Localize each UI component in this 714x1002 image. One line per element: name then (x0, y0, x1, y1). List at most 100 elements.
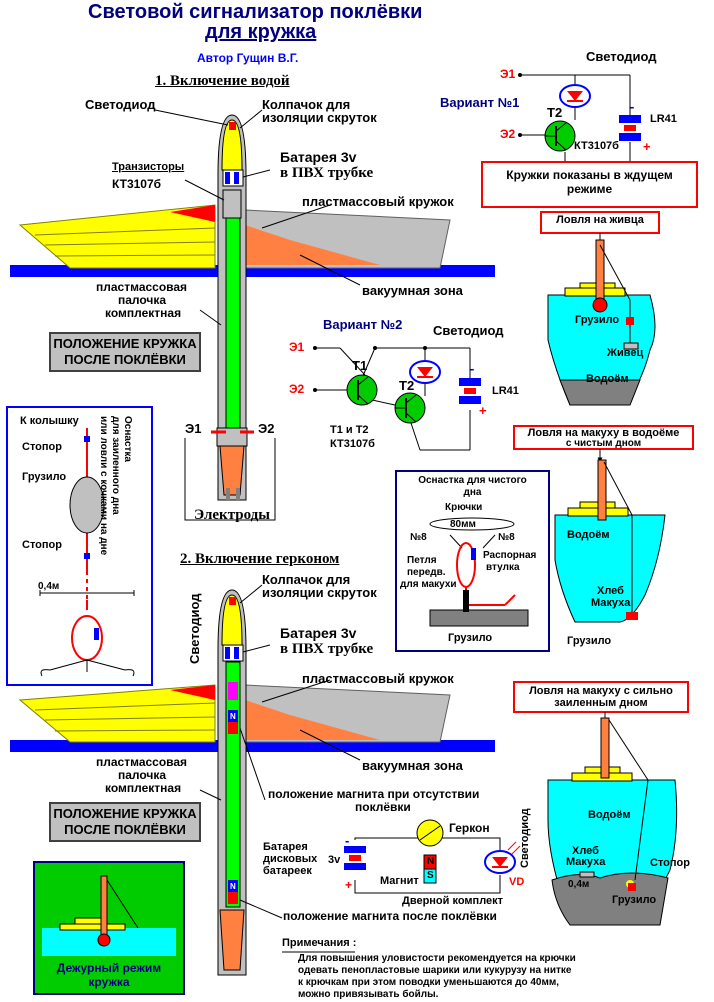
silted-bottom-scene (513, 681, 689, 926)
silted-bread-1: Хлеб (572, 845, 599, 857)
clean-bottom-bread-1: Хлеб (597, 585, 624, 597)
v2-e1: Э1 (289, 340, 305, 354)
s2-cap-label-2: изоляции скруток (262, 585, 377, 600)
v2-transistors-2: КТ3107б (330, 438, 375, 450)
rig-clean-loop-3: для макухи (400, 579, 457, 590)
live-bait-title: Ловля на живца (556, 214, 644, 226)
transistors-label-2: КТ3107б (112, 177, 162, 191)
notes-line-3: к крючкам при этом поводки уменьшаются д… (298, 977, 560, 988)
reed-battery-3: батареек (263, 865, 312, 877)
reed-minus: - (345, 833, 350, 848)
silted-bread-2: Макуха (566, 856, 606, 868)
s1-e2-label: Э2 (258, 421, 275, 436)
reed-led: Светодиод (519, 808, 531, 868)
notes-line-4: можно привязывать бойлы. (298, 989, 439, 1000)
silted-sinker: Грузило (612, 894, 657, 906)
clean-bottom-scene (513, 425, 694, 623)
rig-silted-peg: К колышку (20, 415, 79, 427)
v1-plus: + (643, 139, 651, 154)
position-box-1-line2: ПОСЛЕ ПОКЛЁВКИ (64, 352, 186, 367)
s2-stick-label-2: палочка (118, 768, 167, 782)
v1-led-label: Светодиод (586, 49, 657, 64)
rig-clean-loop-1: Петля (407, 555, 437, 566)
v2-led-label: Светодиод (433, 323, 504, 338)
section1-heading: 1. Включение водой (155, 73, 290, 89)
notes-title: Примечания : (282, 937, 357, 949)
v2-label: Вариант №2 (323, 317, 403, 332)
reed-voltage: 3v (328, 854, 341, 866)
s1-cap-label-1: Колпачок для (262, 97, 351, 112)
rig-clean-loop-2: передв. (407, 567, 446, 578)
s2-plastic-float-label: пластмассовый кружок (302, 671, 454, 686)
s2-battery-label-1: Батарея 3v (280, 625, 357, 641)
silted-water: Водоём (588, 809, 631, 821)
reed-plus: + (345, 878, 353, 892)
rig-clean-drawing (429, 517, 529, 627)
s2-led-label: Светодиод (187, 593, 202, 665)
electrodes-label: Электроды (194, 507, 270, 523)
reed-circuit (344, 819, 521, 894)
s1-battery-label-2: в ПВХ трубке (280, 165, 374, 181)
reed-door-kit: Дверной комплект (402, 895, 504, 907)
rig-clean-spacer-2: втулка (486, 562, 520, 573)
position-box-2-line1: ПОЛОЖЕНИЕ КРУЖКА (53, 806, 197, 821)
rig-silted-length: 0,4м (38, 581, 60, 592)
magnet-after: положение магнита после поклёвки (283, 909, 497, 923)
v2-e2: Э2 (289, 382, 305, 396)
stick-2 (217, 589, 247, 976)
s1-stick-label-3: комплектная (105, 306, 182, 320)
section2-heading: 2. Включение герконом (180, 551, 340, 567)
v2-plus: + (479, 403, 487, 418)
s1-vacuum-label: вакуумная зона (362, 283, 463, 298)
note-box-line1: Кружки показаны в ждущем (506, 168, 673, 182)
v1-transistor: КТ3107б (574, 140, 619, 152)
clean-bottom-title-1: Ловля на макуху в водоёме (527, 427, 680, 439)
rig-clean-spacer-1: Распорная (483, 550, 537, 561)
reed-n: N (427, 856, 435, 867)
silted-title-1: Ловля на макуху с сильно (529, 685, 673, 697)
s2-stick-label-3: комплектная (105, 781, 182, 795)
live-bait-water: Водоём (586, 373, 629, 385)
rig-silted-drawing (39, 428, 135, 677)
reed-vd: VD (509, 876, 525, 888)
notes-line-2: одевать пенопластовые шарики или кукуруз… (298, 965, 572, 976)
rig-silted-stopper1: Стопор (22, 441, 62, 453)
position-box-2 (49, 802, 201, 842)
rig-clean-hook-left: №8 (410, 532, 427, 543)
clean-bottom-title-2: с чистым дном (565, 438, 642, 449)
reed-battery-2: дисковых (263, 853, 318, 865)
reed-magnet: Магнит (380, 875, 419, 887)
live-bait-bait: Живец (607, 347, 644, 359)
rig-silted-caption-2: для заиленного дна (110, 416, 121, 515)
s2-vacuum-label: вакуумная зона (362, 758, 463, 773)
float-2 (10, 684, 495, 752)
v2-battery: LR41 (492, 385, 519, 397)
clean-bottom-water: Водоём (567, 529, 610, 541)
reed-battery-1: Батарея (263, 841, 308, 853)
note-box (481, 161, 698, 208)
rig-silted-panel (6, 406, 153, 686)
reed-label: Геркон (449, 821, 490, 835)
title-line1: Световой сигнализатор поклёвки (88, 1, 423, 23)
leaders-2 (199, 584, 361, 919)
silted-stopper: Стопор (650, 857, 690, 869)
rig-clean-sinker: Грузило (448, 632, 493, 644)
duty-caption-1: Дежурный режим (56, 961, 162, 975)
magnet-before-2: поклёвки (355, 800, 411, 814)
live-bait-sinker: Грузило (575, 314, 620, 326)
s1-stick-label-2: палочка (118, 293, 167, 307)
stick-1 (211, 114, 254, 501)
rig-silted-caption-3: или ловли с кочками на дне (98, 416, 109, 556)
duty-caption-2: кружка (88, 975, 130, 989)
rig-clean-hook-right: №8 (498, 532, 515, 543)
clean-bottom-sinker: Грузило (567, 635, 612, 647)
v1-e2: Э2 (500, 127, 516, 141)
rig-silted-caption-1: Оснастка (122, 416, 133, 462)
transistors-label-1: Транзисторы (112, 161, 185, 173)
v2-transistors-1: Т1 и Т2 (330, 424, 369, 436)
s2-stick-label-1: пластмассовая (96, 755, 188, 769)
s1-cap-label-2: изоляции скруток (262, 110, 377, 125)
s2-mag-n-top: N (230, 712, 236, 721)
